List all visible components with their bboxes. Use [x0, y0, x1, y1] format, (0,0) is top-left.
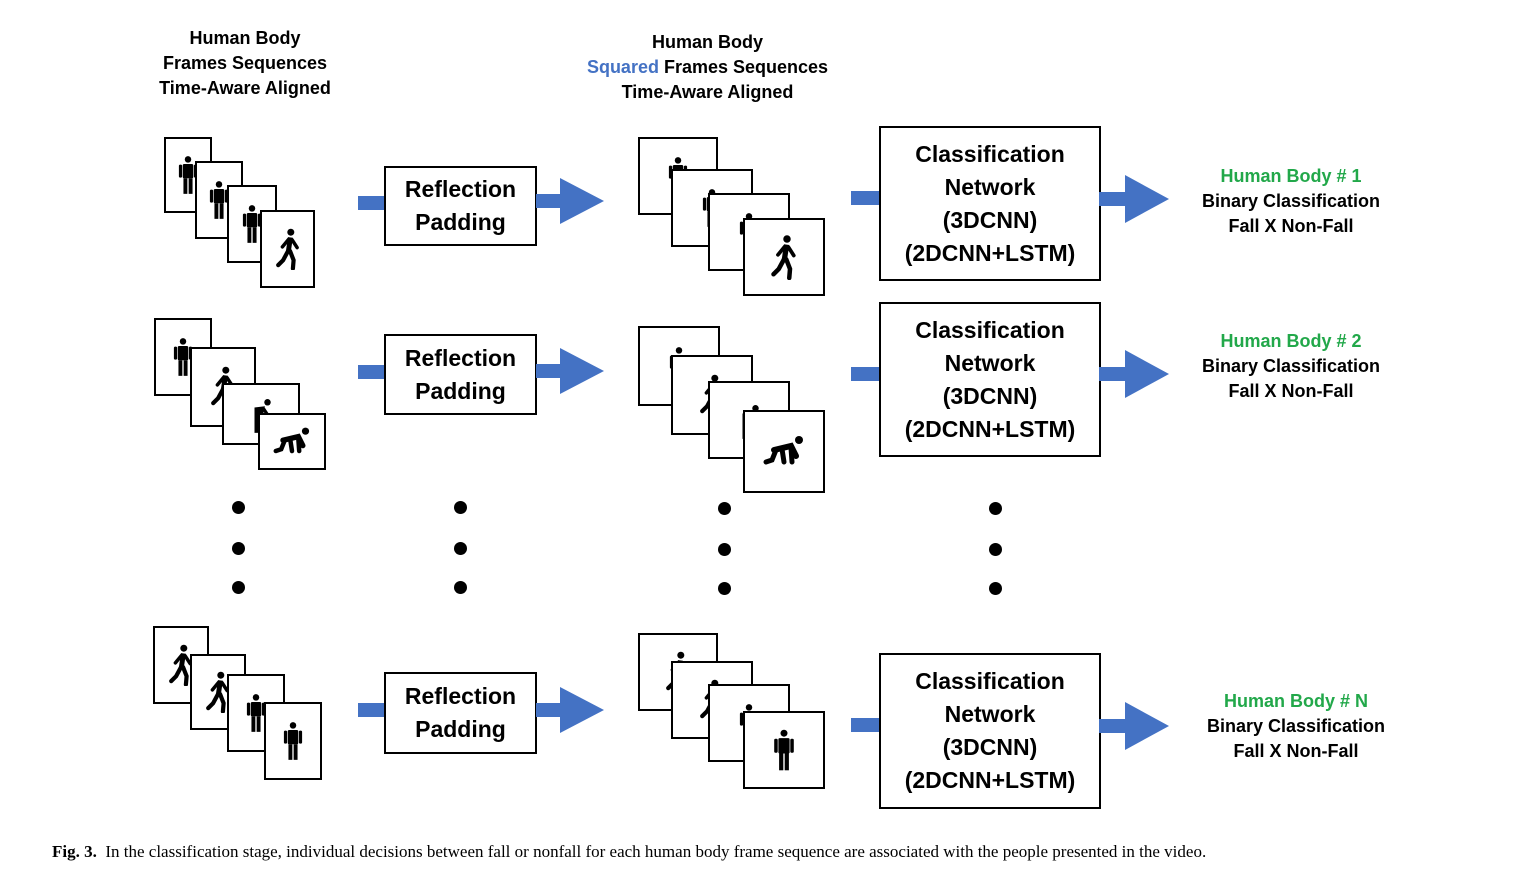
frame-4 [264, 702, 322, 780]
output-line: Fall X Non-Fall [1228, 381, 1354, 401]
human-body-id: Human Body # 1 [1220, 166, 1362, 186]
network-label: (2DCNN+LSTM) [904, 239, 1076, 266]
dot [232, 581, 245, 594]
dot [718, 502, 731, 515]
output-label: Human Body # 2 Binary Classification Fal… [1180, 329, 1402, 404]
network-label: Network [944, 349, 1036, 376]
squared-highlight: Squared [586, 57, 659, 77]
caption-text: In the classification stage, individual … [105, 842, 1207, 861]
figure-caption: Fig. 3. In the classification stage, ind… [52, 842, 1492, 862]
padding-label: Reflection [404, 344, 517, 371]
dot [454, 542, 467, 555]
squared-frame-4 [743, 410, 825, 493]
frame-4 [260, 210, 315, 288]
arrow-icon [536, 348, 604, 394]
dot [989, 582, 1002, 595]
reflection-padding-box: Reflection Padding [384, 672, 537, 754]
padding-label: Padding [415, 209, 506, 235]
dot [454, 581, 467, 594]
input-sequences-header: Human Body Frames Sequences Time-Aware A… [130, 26, 360, 101]
classification-network-box: Classification Network (3DCNN) (2DCNN+LS… [879, 653, 1101, 809]
arrow-icon [536, 687, 604, 733]
classification-network-box: Classification Network (3DCNN) (2DCNN+LS… [879, 302, 1101, 457]
classification-network-box: Classification Network (3DCNN) (2DCNN+LS… [879, 126, 1101, 281]
arrow-icon [1099, 702, 1169, 750]
padding-label: Padding [415, 716, 506, 742]
dot [232, 542, 245, 555]
dot [718, 582, 731, 595]
squared-frame-4 [743, 711, 825, 789]
network-label: Network [944, 701, 1036, 727]
output-line: Binary Classification [1206, 716, 1386, 736]
network-label: (3DCNN) [942, 382, 1038, 409]
network-label: Classification [915, 668, 1065, 694]
human-body-id: Human Body # 2 [1220, 331, 1362, 351]
header-line: Squared Frames Sequences [575, 55, 840, 80]
connector-arrow [851, 191, 881, 205]
header-line: Human Body [189, 28, 301, 48]
padding-label: Padding [415, 377, 506, 404]
arrow-icon [536, 178, 604, 224]
dot [454, 501, 467, 514]
header-line: Frames Sequences [162, 53, 328, 73]
figure-label: Fig. 3. [52, 842, 97, 861]
arrow-icon [1099, 350, 1169, 398]
connector-arrow [358, 703, 386, 717]
network-label: Network [944, 173, 1036, 200]
squared-frame-4 [743, 218, 825, 296]
output-line: Fall X Non-Fall [1228, 216, 1354, 236]
header-line: Time-Aware Aligned [621, 82, 794, 102]
padding-label: Reflection [404, 683, 517, 709]
output-line: Fall X Non-Fall [1233, 741, 1359, 761]
network-label: (3DCNN) [942, 734, 1038, 760]
reflection-padding-box: Reflection Padding [384, 334, 537, 415]
header-line: Human Body [651, 32, 763, 52]
connector-arrow [851, 367, 881, 381]
connector-arrow [358, 365, 386, 379]
network-label: (2DCNN+LSTM) [904, 767, 1076, 793]
network-label: (3DCNN) [942, 206, 1038, 233]
dot [718, 543, 731, 556]
connector-arrow [358, 196, 386, 210]
network-label: (2DCNN+LSTM) [904, 415, 1076, 442]
dot [989, 543, 1002, 556]
network-label: Classification [915, 316, 1065, 343]
connector-arrow [851, 718, 881, 732]
human-body-id: Human Body # N [1223, 691, 1369, 711]
network-label: Classification [915, 140, 1065, 167]
dot [989, 502, 1002, 515]
dot [232, 501, 245, 514]
frame-4 [258, 413, 326, 470]
arrow-icon [1099, 175, 1169, 223]
output-line: Binary Classification [1201, 191, 1381, 211]
header-line: Time-Aware Aligned [159, 78, 331, 98]
reflection-padding-box: Reflection Padding [384, 166, 537, 246]
padding-label: Reflection [404, 176, 517, 202]
squared-sequences-header: Human Body Squared Frames Sequences Time… [575, 30, 840, 105]
output-line: Binary Classification [1201, 356, 1381, 376]
output-label: Human Body # 1 Binary Classification Fal… [1180, 164, 1402, 239]
header-line-rest: Frames Sequences [658, 57, 829, 77]
output-label: Human Body # N Binary Classification Fal… [1185, 689, 1407, 764]
